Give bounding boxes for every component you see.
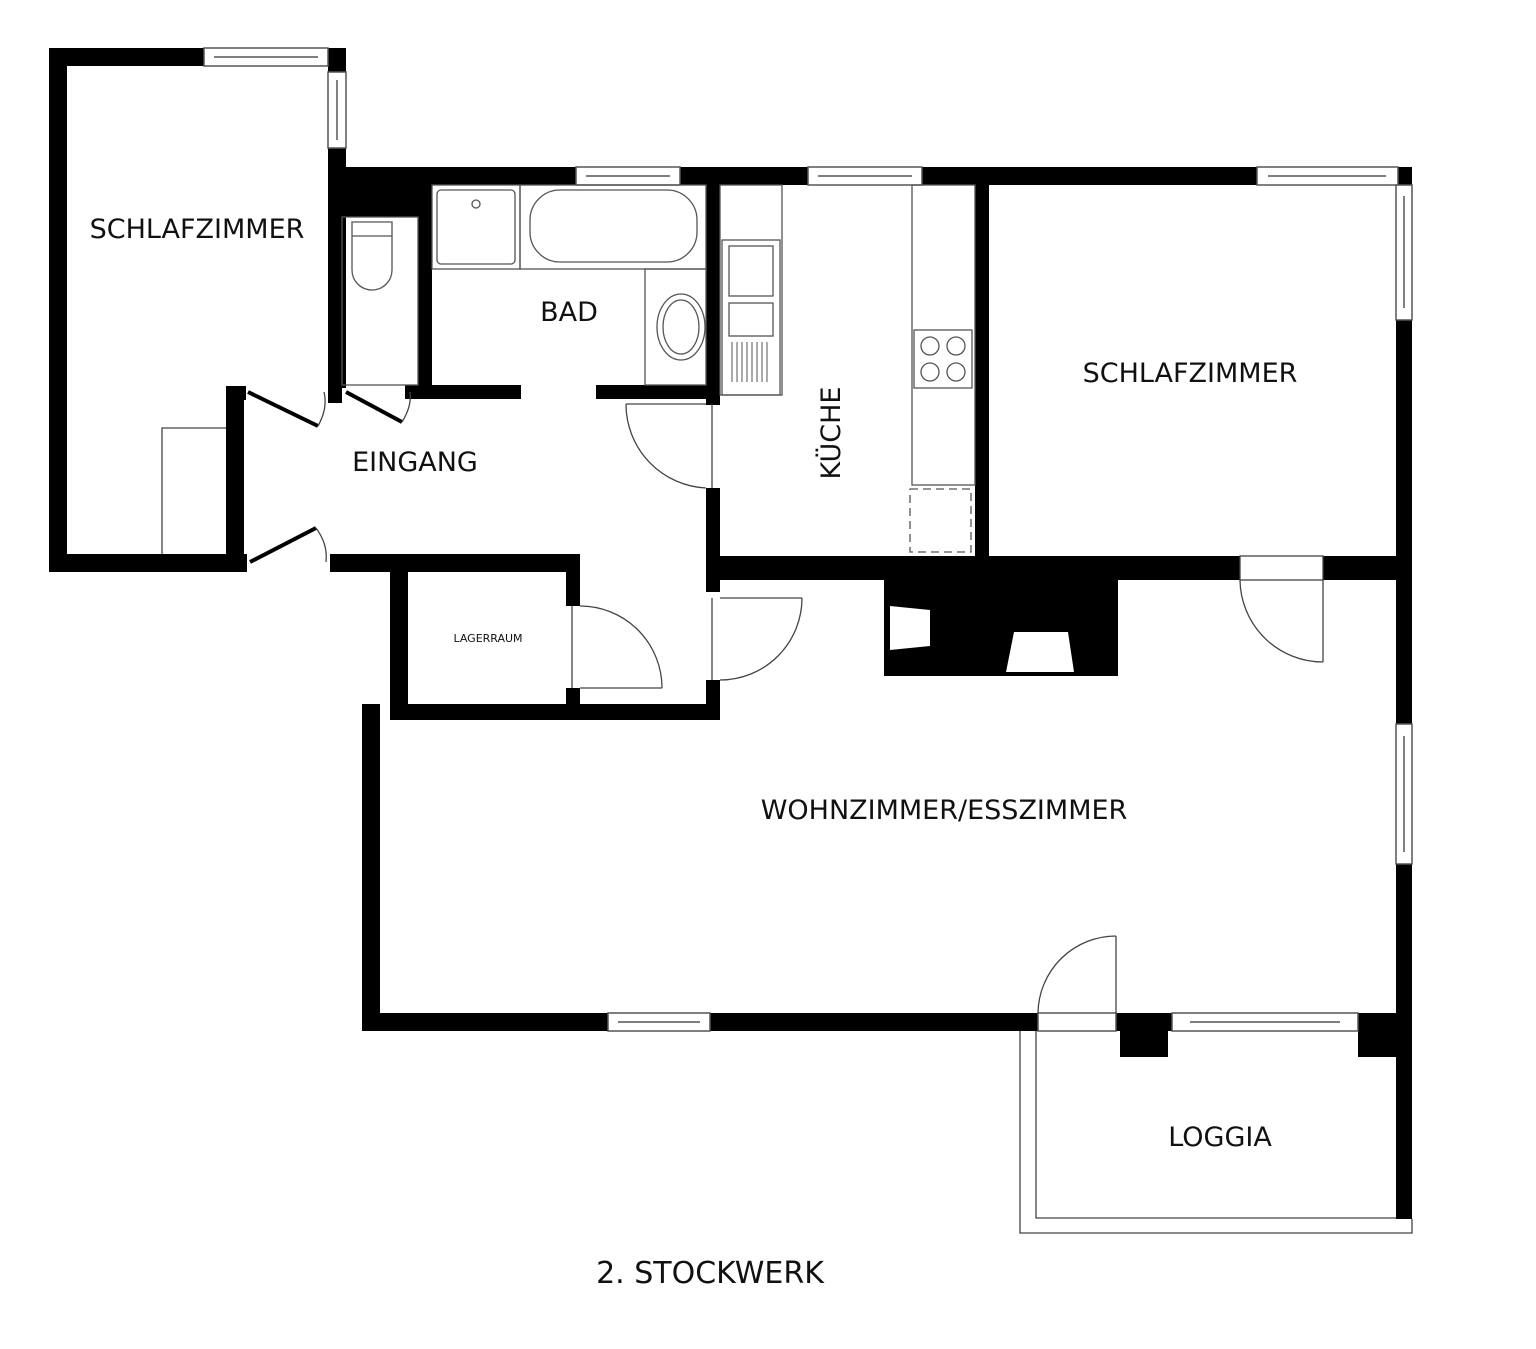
- room-label-bathroom: BAD: [540, 297, 598, 328]
- walls: [49, 48, 1412, 1219]
- room-label-bedroom-right: SCHLAFZIMMER: [1083, 358, 1298, 389]
- floor-label: 2. STOCKWERK: [596, 1256, 825, 1291]
- windows: [203, 47, 1413, 1032]
- washbasin-icon: [656, 293, 706, 361]
- doors: [161, 390, 1413, 1234]
- toilet-icon: [351, 221, 393, 291]
- room-label-loggia: LOGGIA: [1168, 1122, 1272, 1153]
- room-label-kitchen: KÜCHE: [815, 387, 847, 480]
- sink-icon: [721, 239, 781, 396]
- stove-icon: [913, 329, 973, 389]
- room-label-storage: LAGERRAUM: [453, 632, 522, 645]
- room-label-living-dining: WOHNZIMMER/ESSZIMMER: [761, 795, 1128, 826]
- room-labels: SCHLAFZIMMER BAD EINGANG KÜCHE SCHLAFZIM…: [90, 214, 1298, 1291]
- bathtub-icon: [529, 189, 698, 263]
- fridge-icon: [909, 488, 972, 553]
- room-label-entrance: EINGANG: [352, 447, 478, 478]
- fixtures: [341, 184, 976, 553]
- room-label-bedroom-left: SCHLAFZIMMER: [90, 214, 305, 245]
